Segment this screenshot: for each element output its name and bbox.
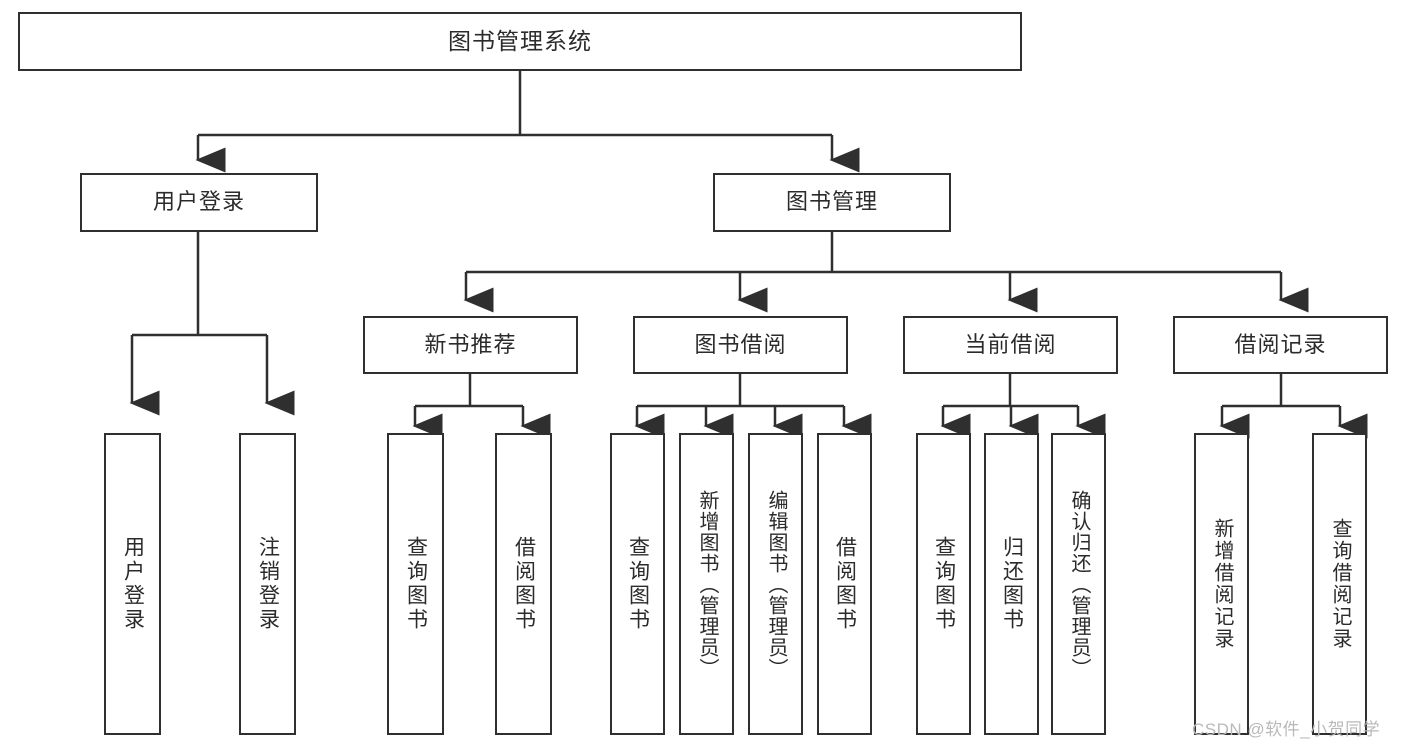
- node-label: 查询借阅记录: [1329, 518, 1351, 650]
- node-borrow-record[interactable]: 借阅记录: [1173, 316, 1388, 374]
- node-label: 新书推荐: [424, 331, 517, 357]
- leaf-add-book-admin[interactable]: 新增图书（管理员）: [679, 433, 734, 735]
- node-label: 编辑图书（管理员）: [765, 489, 787, 679]
- leaf-edit-book-admin[interactable]: 编辑图书（管理员）: [748, 433, 803, 735]
- node-label: 查询图书: [404, 536, 428, 632]
- node-label: 归还图书: [1000, 536, 1024, 632]
- leaf-borrow-book-newbook[interactable]: 借阅图书: [495, 433, 552, 735]
- node-label: 借阅图书: [512, 536, 536, 632]
- leaf-return-book[interactable]: 归还图书: [984, 433, 1039, 735]
- node-book-management[interactable]: 图书管理: [713, 173, 951, 232]
- node-current-borrow[interactable]: 当前借阅: [903, 316, 1118, 374]
- leaf-query-book-borrow[interactable]: 查询图书: [610, 433, 665, 735]
- csdn-watermark: CSDN @软件_小贺同学: [1192, 720, 1381, 739]
- node-root-book-management-system[interactable]: 图书管理系统: [18, 12, 1022, 71]
- node-label: 图书借阅: [694, 331, 787, 357]
- node-label: 新增图书（管理员）: [696, 489, 718, 679]
- node-label: 当前借阅: [964, 331, 1057, 357]
- leaf-logout[interactable]: 注销登录: [239, 433, 296, 735]
- node-label: 新增借阅记录: [1211, 518, 1233, 650]
- leaf-query-book-current[interactable]: 查询图书: [916, 433, 971, 735]
- leaf-lend-book[interactable]: 借阅图书: [817, 433, 872, 735]
- node-label: 图书管理: [785, 189, 878, 215]
- node-label: 查询图书: [626, 536, 650, 632]
- node-user-login[interactable]: 用户登录: [80, 173, 318, 232]
- leaf-user-login[interactable]: 用户登录: [104, 433, 161, 735]
- node-label: 用户登录: [152, 189, 245, 215]
- leaf-confirm-return-admin[interactable]: 确认归还（管理员）: [1051, 433, 1106, 735]
- node-label: 借阅图书: [833, 536, 857, 632]
- node-label: 查询图书: [932, 536, 956, 632]
- node-label: 确认归还（管理员）: [1068, 489, 1090, 679]
- leaf-query-book-newbook[interactable]: 查询图书: [387, 433, 444, 735]
- node-label: 注销登录: [256, 536, 280, 632]
- node-label: 借阅记录: [1234, 331, 1327, 357]
- node-book-borrow[interactable]: 图书借阅: [633, 316, 848, 374]
- leaf-query-borrow-record[interactable]: 查询借阅记录: [1312, 433, 1367, 735]
- leaf-add-borrow-record[interactable]: 新增借阅记录: [1194, 433, 1249, 735]
- node-label: 用户登录: [121, 536, 145, 632]
- node-new-book-recommend[interactable]: 新书推荐: [363, 316, 578, 374]
- node-label: 图书管理系统: [448, 27, 592, 54]
